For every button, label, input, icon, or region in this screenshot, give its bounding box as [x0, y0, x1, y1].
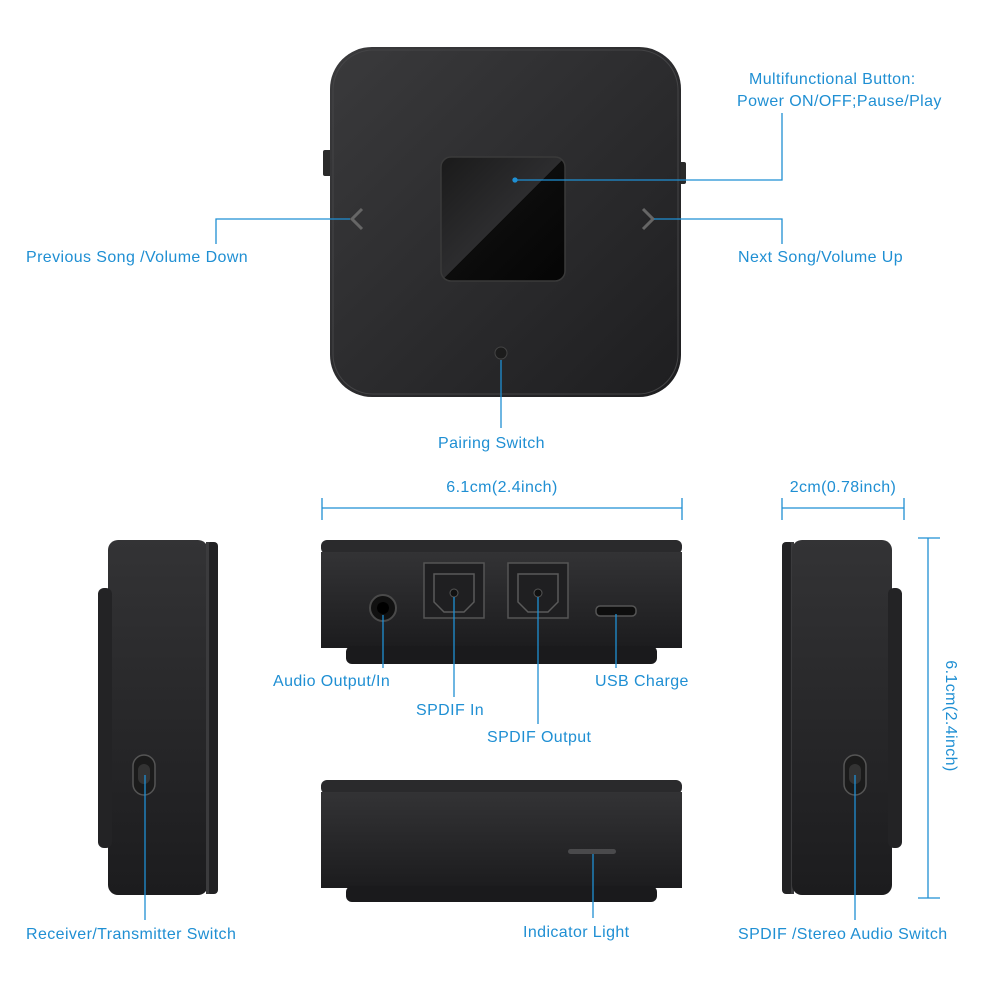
spdif-in-label: SPDIF In	[416, 702, 485, 719]
indicator-light-label: Indicator Light	[523, 924, 630, 941]
device-back-view	[321, 540, 682, 664]
chevron-right-icon[interactable]	[641, 207, 656, 231]
depth-dimension-label: 2cm(0.78inch)	[789, 479, 897, 496]
width-dimension-label: 6.1cm(2.4inch)	[446, 479, 558, 496]
callout-lines	[144, 113, 940, 920]
multifunction-label-line2: Power ON/OFF;Pause/Play	[737, 93, 942, 110]
indicator-light	[568, 849, 616, 854]
next-label: Next Song/Volume Up	[738, 249, 904, 266]
receiver-transmitter-label: Receiver/Transmitter Switch	[26, 926, 237, 943]
multifunction-label-line1: Multifunctional Button:	[749, 71, 916, 88]
pairing-switch[interactable]	[494, 346, 508, 360]
spdif-output-label: SPDIF Output	[487, 729, 592, 746]
multifunction-button[interactable]	[440, 156, 566, 282]
height-dimension-label: 6.1cm(2.4inch)	[942, 660, 959, 772]
previous-label: Previous Song /Volume Down	[26, 249, 249, 266]
pairing-label: Pairing Switch	[438, 435, 545, 452]
device-top-view	[323, 47, 686, 397]
device-left-side-view	[98, 540, 218, 895]
device-right-side-view	[782, 540, 902, 895]
usb-charge-label: USB Charge	[595, 673, 689, 690]
audio-label: Audio Output/In	[273, 673, 391, 690]
receiver-transmitter-switch[interactable]	[132, 754, 156, 796]
device-front-view	[321, 780, 682, 902]
chevron-left-icon[interactable]	[349, 207, 364, 231]
spdif-stereo-label: SPDIF /Stereo Audio Switch	[738, 926, 948, 943]
